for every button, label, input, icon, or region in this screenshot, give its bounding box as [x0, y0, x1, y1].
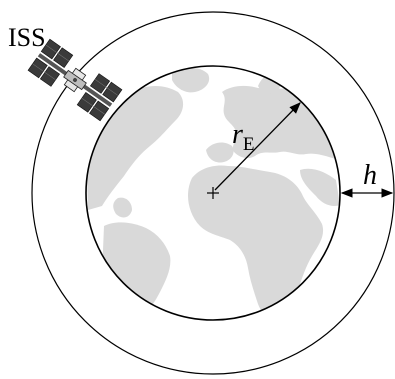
- radius-symbol: r: [232, 119, 243, 150]
- radius-label: rE: [232, 119, 255, 155]
- center-plus-icon: [207, 187, 219, 199]
- radius-arrow: [214, 102, 301, 191]
- iss-satellite-icon: [27, 38, 123, 122]
- earth-outline: [85, 65, 341, 321]
- altitude-label: h: [363, 160, 377, 191]
- radius-subscript: E: [243, 134, 255, 155]
- orbit-circle: [31, 11, 395, 375]
- iss-label: ISS: [8, 23, 46, 52]
